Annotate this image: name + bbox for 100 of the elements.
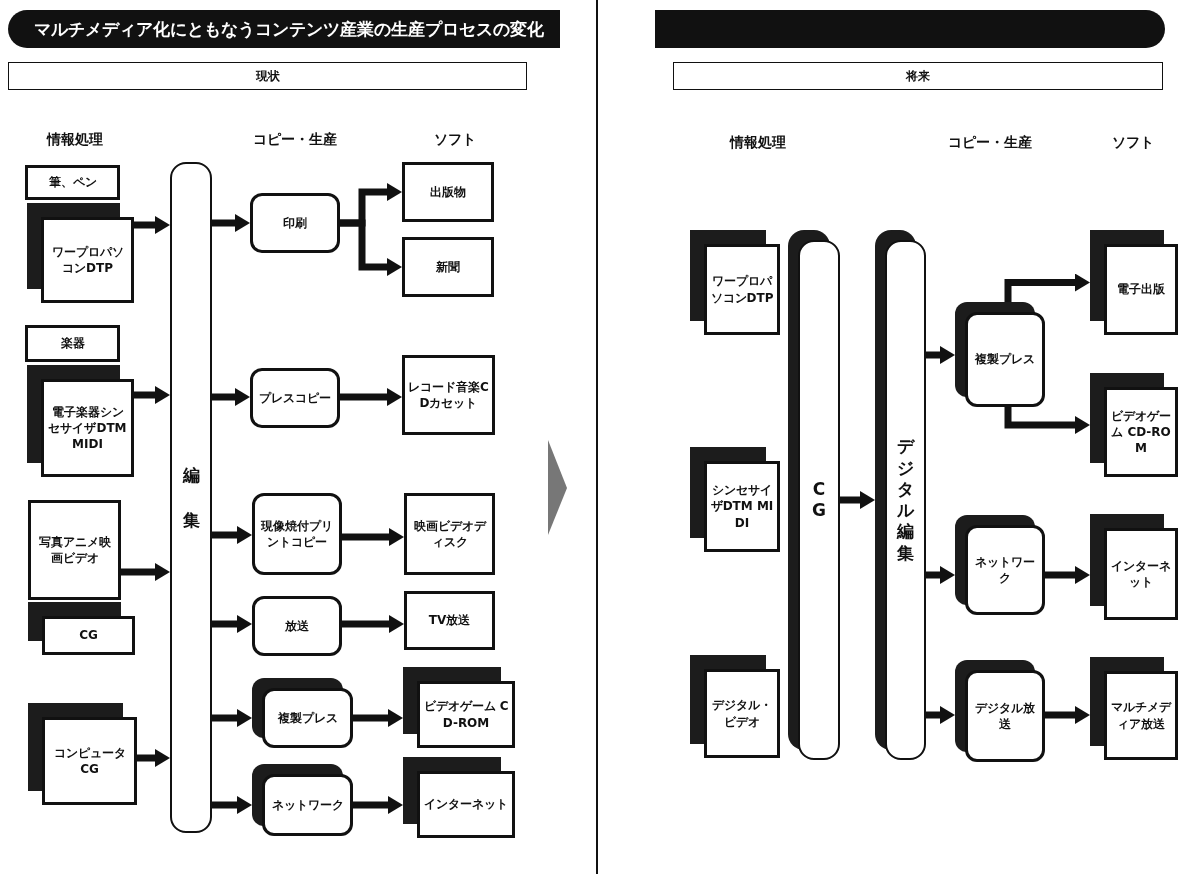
raised-box [27,365,134,477]
arrow [926,346,955,364]
stacked-rounded-box [252,764,353,836]
stacked-rounded-box [955,660,1045,762]
stacked-vertical-bar [875,230,926,760]
rounded-box [250,368,340,428]
column-heading: コピー・生産 [253,131,337,149]
rounded-box [252,596,342,656]
box-label: コンピュータ CG [52,744,127,778]
box-label: 新聞 [435,258,461,276]
box-label: シンセサイザDTM MIDI [709,482,775,531]
arrow [212,615,252,633]
process-box [402,355,495,435]
arrow [212,709,252,727]
arrow [212,796,252,814]
arrow [926,706,955,724]
box-label: TV放送 [427,612,472,629]
arrow [340,219,402,276]
raised-box [403,667,515,748]
box-label: レコード音楽CDカセット [407,378,490,412]
arrow [353,796,403,814]
arrow [1004,273,1090,302]
box-label: 楽器 [59,335,86,352]
stacked-rounded-box [955,515,1045,615]
process-box [28,500,121,600]
process-box [25,325,120,362]
arrow [137,749,170,767]
process-box [402,237,494,297]
box-label: ネットワーク [270,796,345,814]
column-heading: ソフト [434,131,476,149]
raised-box [28,602,135,655]
column-heading: ソフト [1112,134,1154,152]
vertical-label: 編集 [182,464,200,532]
raised-box [1090,514,1178,620]
arrow [212,214,250,232]
arrow [340,388,402,406]
header-band [673,62,1163,90]
box-label: 現状 [254,67,281,85]
arrow [1045,566,1090,584]
box-label: インターネット [1110,557,1172,591]
box-label: プレスコピー [258,389,332,407]
arrow [342,528,404,546]
arrow [840,491,875,509]
box-label: インターネット [423,796,509,813]
arrow [134,386,170,404]
arrow [1004,407,1090,434]
box-label: 複製プレス [974,351,1036,368]
box-label: 筆、ペン [47,174,98,191]
process-box [404,591,495,650]
vertical-label: デジタル編集 [896,436,915,564]
arrow [342,615,404,633]
box-label: ビデオゲーム CD-ROM [1110,407,1172,457]
box-label: デジタル・ビデオ [711,697,773,730]
raised-box [403,757,515,838]
process-box [404,493,495,575]
box-label: ネットワーク [974,553,1036,587]
arrow [121,563,170,581]
rounded-box [250,193,340,253]
box-label: 出版物 [429,183,467,201]
rounded-box [252,493,342,575]
vertical-bar [170,162,212,833]
arrow [212,526,252,544]
box-label: 映画ビデオディスク [412,517,488,551]
box-label: 複製プレス [276,709,339,727]
box-label: 放送 [284,617,310,635]
arrow [212,388,250,406]
process-box [25,165,120,200]
box-label: ワープロパソコンDTP [709,273,775,306]
raised-box [27,203,134,303]
box-label: CG [78,627,99,644]
arrow [1045,706,1090,724]
vertical-label: CG [811,478,827,522]
column-heading: 情報処理 [730,134,786,152]
arrow [353,709,403,727]
box-label: 将来 [904,67,931,85]
raised-box [1090,230,1178,335]
box-label: 現像焼付プリントコピー [259,517,334,551]
box-label: 電子楽器シンセサイザDTM MIDI [47,403,128,453]
raised-box [690,230,780,335]
stacked-rounded-box [955,302,1045,407]
box-label: 印刷 [282,214,308,232]
stacked-rounded-box [252,678,353,748]
stacked-vertical-bar [788,230,840,760]
arrow [926,566,955,584]
box-label: ビデオゲーム CD-ROM [422,698,510,731]
box-label: 電子出版 [1116,281,1166,298]
title-banner: マルチメディア化にともなうコンテンツ産業の生産プロセスの変化 [8,10,1165,48]
process-box [402,162,494,222]
box-label: デジタル放送 [974,699,1036,733]
raised-box [690,447,780,552]
raised-box [690,655,780,758]
raised-box [28,703,137,805]
column-heading: コピー・生産 [948,134,1032,152]
box-label: マルチメディア放送 [1110,699,1173,732]
box-label: ワープロパソコンDTP [50,243,125,277]
header-band [8,62,527,90]
box-label: 写真アニメ映画ビデオ [37,533,112,567]
raised-box [1090,373,1178,477]
raised-box [1090,657,1178,760]
column-heading: 情報処理 [47,131,103,149]
